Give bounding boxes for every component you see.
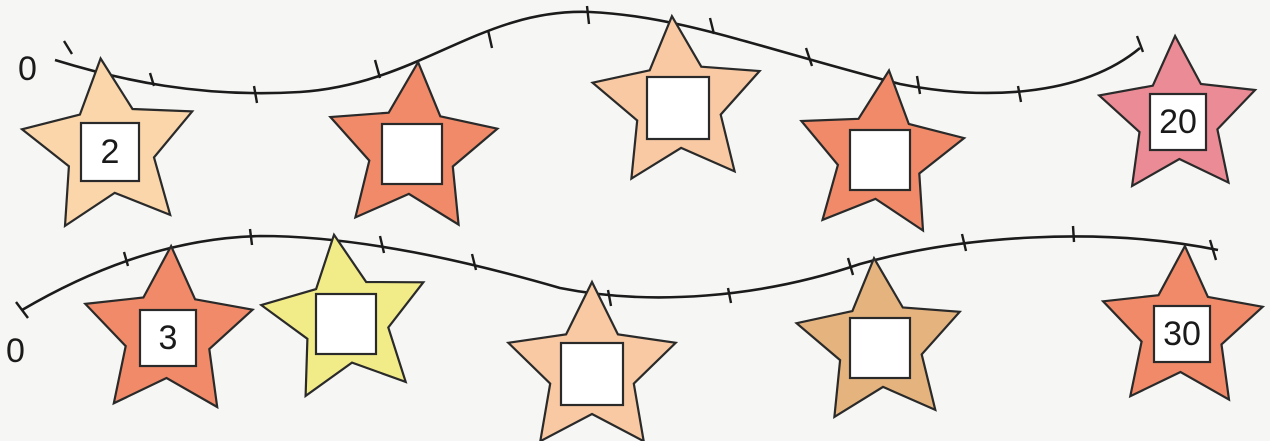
- star-2-3: [508, 282, 675, 441]
- star-number: 2: [101, 133, 120, 171]
- star-1-5: 20: [1099, 36, 1255, 186]
- star-number: 20: [1159, 103, 1197, 141]
- answer-box-empty[interactable]: [850, 130, 910, 190]
- answer-box-empty[interactable]: [382, 124, 442, 184]
- star-2-5: 30: [1103, 246, 1263, 400]
- answer-box-empty[interactable]: [647, 77, 709, 139]
- row2-string: [22, 236, 1218, 310]
- star-number: 30: [1163, 315, 1201, 353]
- star-2-4: [797, 258, 960, 417]
- star-1-3: [593, 16, 760, 178]
- star-1-4: [801, 71, 964, 231]
- star-2-2: [261, 235, 423, 396]
- star-number: 3: [159, 319, 178, 357]
- answer-box-empty[interactable]: [850, 318, 910, 378]
- star-2-1: 3: [85, 246, 252, 407]
- answer-box-empty[interactable]: [561, 343, 623, 405]
- answer-box-empty[interactable]: [316, 294, 376, 354]
- star-1-2: [330, 62, 497, 224]
- star-1-1: 2: [22, 59, 192, 226]
